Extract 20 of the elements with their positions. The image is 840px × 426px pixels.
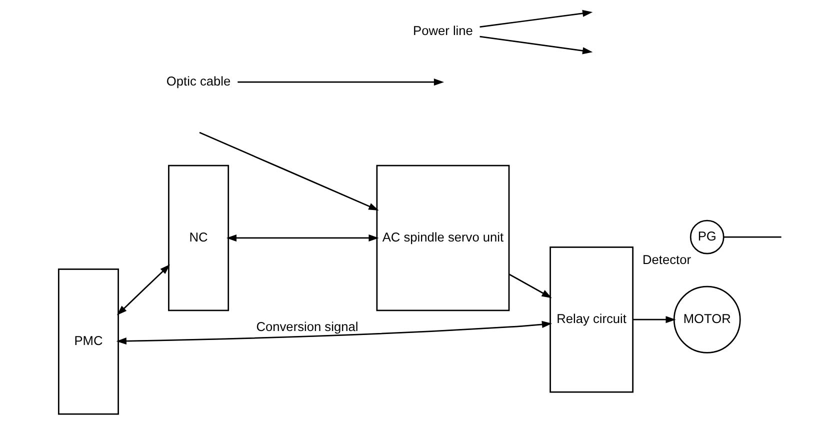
node-label: Detector: [642, 252, 691, 267]
node-box: Relay circuit: [549, 246, 634, 393]
node-text: Power line: [412, 23, 472, 38]
connector: [723, 236, 781, 238]
arrow: [116, 320, 552, 345]
arrow: [508, 274, 552, 298]
arrow: [632, 316, 676, 324]
arrow: [226, 234, 378, 242]
arrow: [116, 264, 170, 316]
node-text: Optic cable: [166, 73, 230, 88]
arrow: [237, 78, 444, 86]
node-circle: MOTOR: [672, 286, 740, 354]
node-box: PMC: [57, 268, 118, 415]
node-circle: PG: [689, 220, 724, 254]
arrow: [479, 10, 592, 28]
arrow: [479, 36, 592, 54]
node-box: AC spindle servo unit: [376, 164, 510, 312]
node-box: NC: [168, 164, 229, 312]
arrow: [198, 132, 378, 210]
edge-label: Conversion signal: [256, 318, 358, 334]
